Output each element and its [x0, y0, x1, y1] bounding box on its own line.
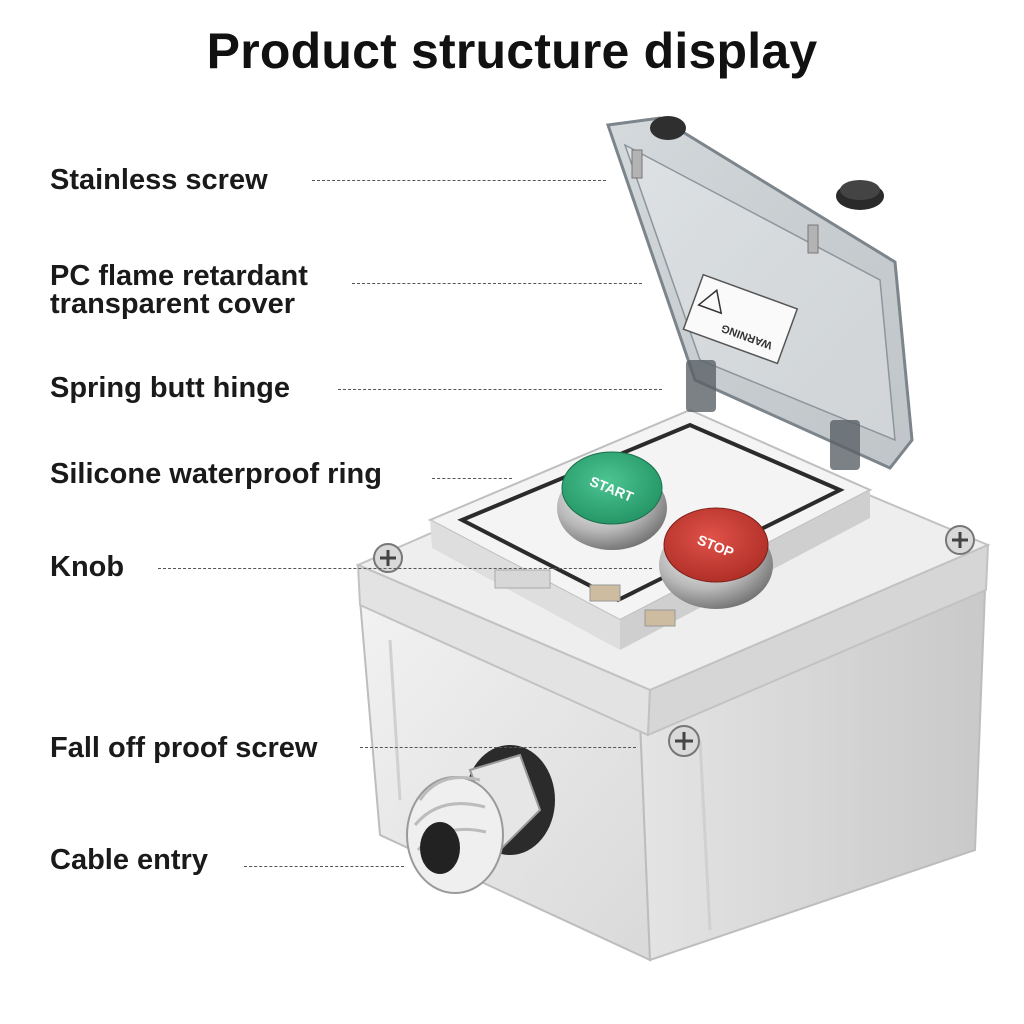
leader-line	[158, 568, 652, 569]
page-title: Product structure display	[206, 23, 818, 79]
label-line: Cable entry	[50, 844, 208, 876]
cable-gland	[406, 745, 555, 894]
start-button: START	[557, 451, 667, 550]
leader-line	[352, 283, 642, 284]
fall-off-proof-screw	[668, 725, 700, 757]
stop-button: STOP	[659, 507, 773, 609]
label-line: Fall off proof screw	[50, 732, 318, 764]
leader-line	[338, 389, 662, 390]
transparent-cover: WARNING	[605, 116, 914, 470]
label-fall-off-proof-screw: Fall off proof screw	[50, 732, 318, 764]
leader-line	[312, 180, 606, 181]
label-pc-cover: PC flame retardant transparent cover	[50, 260, 308, 320]
label-line: Stainless screw	[50, 164, 268, 196]
leader-line	[244, 866, 404, 867]
label-line: PC flame retardant	[50, 260, 308, 292]
label-line: transparent cover	[50, 288, 295, 320]
label-line: Silicone waterproof ring	[50, 458, 382, 490]
leader-line	[432, 478, 512, 479]
leader-line	[360, 747, 636, 748]
label-line: Spring butt hinge	[50, 372, 291, 404]
corner-screw	[373, 543, 403, 573]
label-line: Knob	[50, 551, 125, 583]
label-silicone-ring: Silicone waterproof ring	[50, 458, 382, 490]
label-spring-hinge: Spring butt hinge	[50, 372, 291, 404]
label-stainless-screw: Stainless screw	[50, 164, 268, 196]
label-cable-entry: Cable entry	[50, 844, 208, 876]
corner-screw	[945, 525, 975, 555]
label-knob: Knob	[50, 551, 125, 583]
